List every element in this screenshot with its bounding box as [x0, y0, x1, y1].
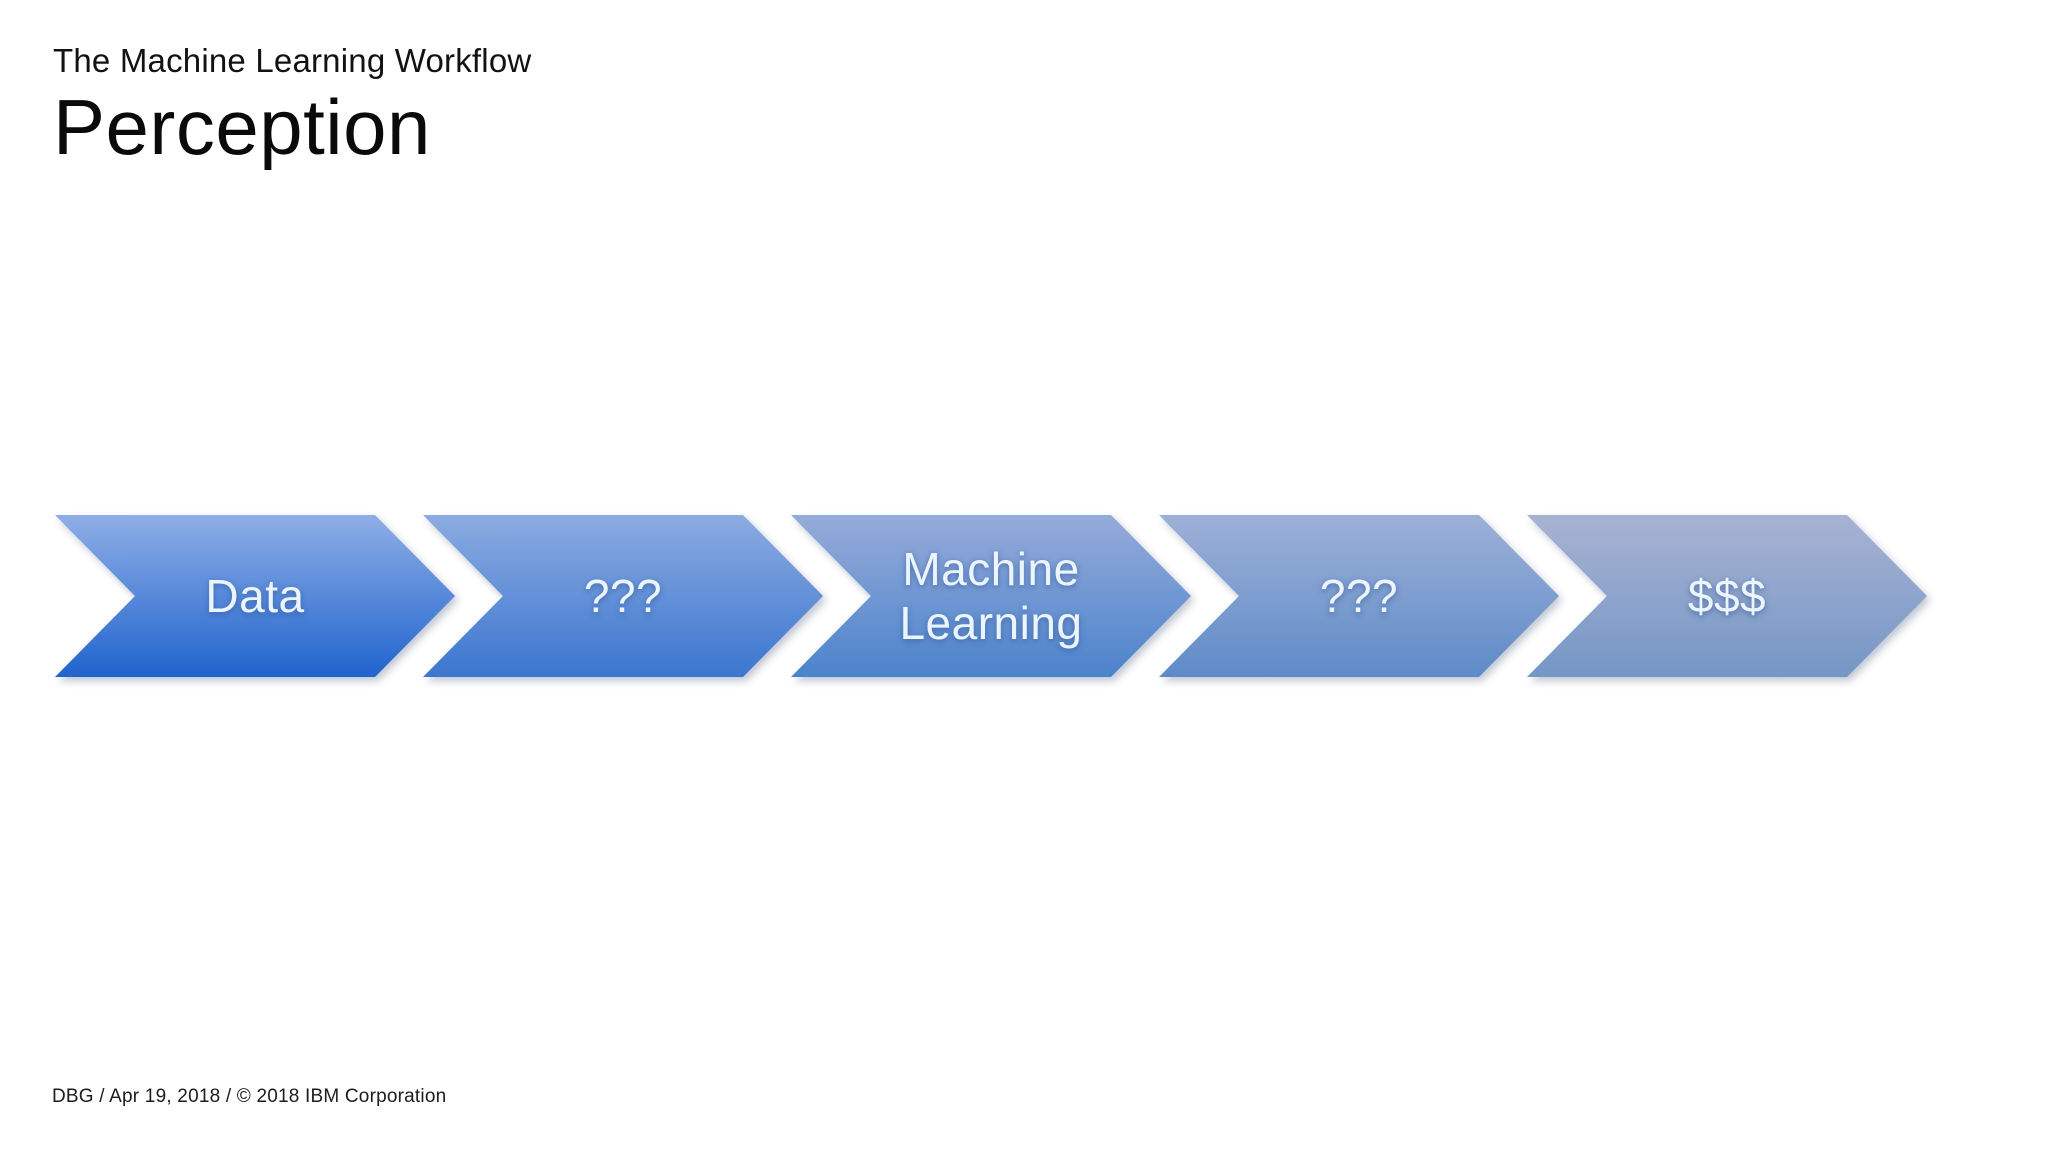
- chevron-arrow-shape: Machine Learning: [791, 515, 1191, 677]
- workflow-chevron-diagram: Data ??? Machine Learning ??? $$$: [0, 515, 2048, 677]
- slide-footer-copyright: DBG / Apr 19, 2018 / © 2018 IBM Corporat…: [52, 1086, 447, 1107]
- workflow-step-money: $$$: [1527, 515, 1927, 677]
- workflow-step-unknown-2: ???: [1159, 515, 1559, 677]
- chevron-arrow-shape: ???: [423, 515, 823, 677]
- workflow-step-machine-learning: Machine Learning: [791, 515, 1191, 677]
- workflow-step-label: ???: [583, 569, 663, 622]
- chevron-arrow-shape: $$$: [1527, 515, 1927, 677]
- slide-kicker: The Machine Learning Workflow: [53, 42, 532, 79]
- workflow-step-label: $$$: [1687, 569, 1767, 622]
- workflow-step-unknown-1: ???: [423, 515, 823, 677]
- workflow-step-data: Data: [55, 515, 455, 677]
- workflow-step-label: ???: [1319, 569, 1399, 622]
- chevron-arrow-shape: ???: [1159, 515, 1559, 677]
- slide-header: The Machine Learning Workflow Perception: [53, 40, 531, 171]
- workflow-step-label: Machine Learning: [899, 542, 1083, 649]
- chevron-arrow-shape: Data: [55, 515, 455, 677]
- page-title: Perception: [53, 83, 431, 172]
- workflow-step-label: Data: [205, 569, 305, 622]
